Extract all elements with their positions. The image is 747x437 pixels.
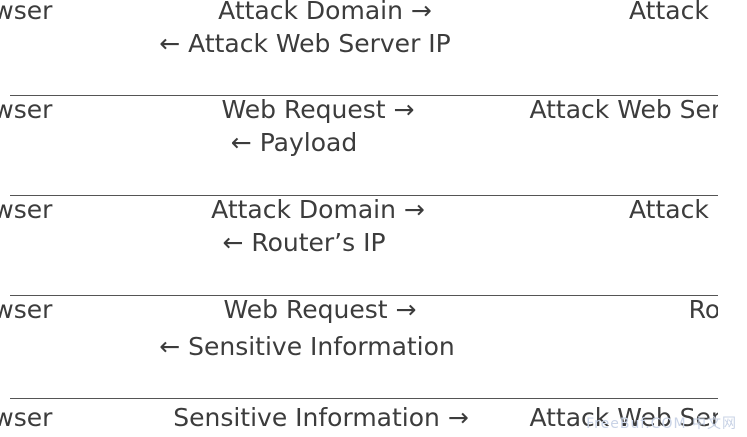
row-divider xyxy=(10,95,718,96)
right-endpoint-label: Attack D xyxy=(628,195,718,224)
forward-message: Web Request → xyxy=(221,95,415,124)
right-endpoint-label: Rou xyxy=(688,295,718,324)
return-message: ← Payload xyxy=(230,128,358,157)
right-endpoint-clip: Rou xyxy=(470,295,718,329)
right-endpoint-clip: Attack D xyxy=(470,0,718,30)
return-message: ← Sensitive Information xyxy=(159,332,455,361)
return-message: ← Attack Web Server IP xyxy=(159,29,451,58)
right-endpoint-clip: Attack Web Serv xyxy=(470,403,718,437)
row-divider xyxy=(10,295,718,296)
row-divider xyxy=(10,398,718,399)
forward-message: Attack Domain → xyxy=(218,0,432,25)
forward-message: Attack Domain → xyxy=(211,195,425,224)
return-message: ← Router’s IP xyxy=(222,228,386,257)
right-endpoint-label: Attack Web Serv xyxy=(529,95,718,124)
right-endpoint-label: Attack Web Serv xyxy=(529,403,718,432)
right-endpoint-clip: Attack D xyxy=(470,195,718,229)
forward-message: Sensitive Information → xyxy=(173,403,469,432)
right-endpoint-clip: Attack Web Serv xyxy=(470,95,718,129)
row-divider xyxy=(10,195,718,196)
watermark-logo: FreeBuf.COM 中文网 xyxy=(586,416,737,432)
right-endpoint-label: Attack D xyxy=(628,0,718,25)
forward-message: Web Request → xyxy=(223,295,417,324)
